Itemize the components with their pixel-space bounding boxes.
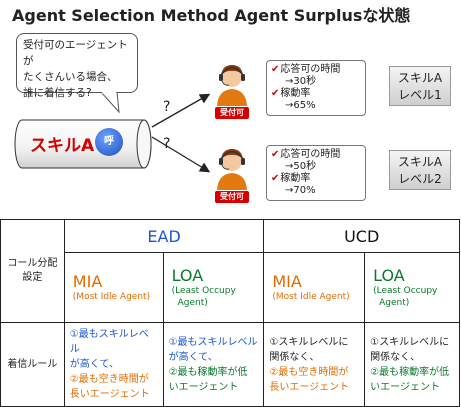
checkmark-icon: ✔ xyxy=(271,173,280,184)
agent-metrics-box: ✔応答可の時間 →50秒 ✔稼動率 →70% xyxy=(266,145,366,201)
metric-value: →30秒 xyxy=(285,76,317,87)
agent-metrics-box: ✔応答可の時間 →30秒 ✔稼動率 →65% xyxy=(266,60,366,116)
diagram-title: Agent Selection Method Agent Surplusな状態 xyxy=(12,6,411,25)
question-bubble: 受付可のエージェントが たくさんいる場合、 誰に着信する? xyxy=(16,33,138,99)
bubble-line: 受付可のエージェントが xyxy=(23,39,128,67)
mode-name: LOA xyxy=(373,266,405,285)
rule-cell: ①最もスキルレベル が高くて、 ②最も空き時間が 長いエージェント xyxy=(63,322,164,407)
row-header-setting: コール分配 設定 xyxy=(0,219,65,323)
rule-cell: ①スキルレベルに 関係なく、 ②最も稼動率が低 いエージェント xyxy=(364,322,460,407)
arrow-to-agent-2 xyxy=(151,136,211,173)
row-header-line: 設定 xyxy=(22,272,43,283)
agent-status-badge: 受付可 xyxy=(215,191,249,203)
question-mark: ? xyxy=(163,99,171,115)
level-skill: スキルA xyxy=(397,71,443,85)
bubble-line: 誰に着信する? xyxy=(23,87,92,99)
rule-line: 長いエージェント xyxy=(269,381,350,393)
rule-cell: ①最もスキルレベル が高くて、 ②最も稼動率が低 いエージェント xyxy=(162,322,265,407)
arrow-to-agent-1 xyxy=(151,93,211,128)
rule-line: いエージェント xyxy=(370,381,440,393)
skill-level-box: スキルA レベル1 xyxy=(389,66,451,106)
mode-full-name: (Least Occupy xyxy=(373,286,438,296)
metric-value: →50秒 xyxy=(285,161,317,172)
comparison-table: コール分配 設定 EAD UCD MIA (Most Idle Agent) L… xyxy=(0,219,460,407)
mode-name: MIA xyxy=(272,272,302,291)
checkmark-icon: ✔ xyxy=(271,149,280,160)
mode-full-name: Agent) xyxy=(177,298,208,308)
table-row: 着信ルール ①最もスキルレベル が高くて、 ②最も空き時間が 長いエージェント … xyxy=(0,322,460,407)
metric-row: ✔応答可の時間 xyxy=(271,149,361,161)
mode-cell-loa: LOA (Least Occupy Agent) xyxy=(162,252,265,323)
rule-line: いエージェント xyxy=(168,381,239,393)
skill-level-box: スキルA レベル2 xyxy=(389,150,451,190)
mode-cell-loa: LOA (Least Occupy Agent) xyxy=(364,252,460,323)
level-value: レベル2 xyxy=(398,172,442,186)
rule-line: が高くて、 xyxy=(168,351,218,363)
mode-name: MIA xyxy=(72,272,103,291)
bubble-tail xyxy=(101,92,120,114)
row-header-rule: 着信ルール xyxy=(0,322,65,407)
mode-full-name: (Most Idle Agent) xyxy=(72,292,151,302)
agent-avatar-icon xyxy=(217,149,247,190)
metric-row: ✔応答可の時間 xyxy=(271,64,361,76)
mode-cell-mia: MIA (Most Idle Agent) xyxy=(63,252,164,323)
rule-line: 関係なく、 xyxy=(269,351,320,363)
mode-full-name: (Most Idle Agent) xyxy=(272,292,350,302)
table-row: コール分配 設定 EAD UCD xyxy=(0,219,460,323)
metric-row: ✔稼動率 xyxy=(271,173,361,185)
routing-arrows xyxy=(151,93,211,173)
level-value: レベル1 xyxy=(398,88,442,102)
mode-name: LOA xyxy=(171,266,204,285)
bubble-line: たくさんいる場合、 xyxy=(23,71,118,83)
mode-full-name: Agent) xyxy=(379,298,410,308)
rule-cell: ①スキルレベルに 関係なく、 ②最も空き時間が 長いエージェント xyxy=(263,322,366,407)
agent-status-badge: 受付可 xyxy=(215,107,249,119)
rule-line: ①スキルレベルに xyxy=(269,336,349,348)
rule-line: ②最も稼動率が低 xyxy=(370,366,450,378)
rule-line: ①最もスキルレベル xyxy=(168,336,258,348)
checkmark-icon: ✔ xyxy=(271,64,280,75)
metric-label: 稼動率 xyxy=(280,88,311,99)
skill-label: スキルA xyxy=(30,136,95,156)
call-icon: 呼 xyxy=(95,128,123,156)
checkmark-icon: ✔ xyxy=(271,88,280,99)
question-mark: ? xyxy=(163,136,171,152)
row-header-line: コール分配 xyxy=(7,258,58,269)
level-skill: スキルA xyxy=(397,155,443,169)
metric-value: →65% xyxy=(285,100,316,111)
rule-line: ②最も稼動率が低 xyxy=(168,366,248,378)
rule-line: ②最も空き時間が xyxy=(69,374,149,385)
metric-row: ✔稼動率 xyxy=(271,88,361,100)
ead-header: EAD xyxy=(63,219,265,253)
mode-cell-mia: MIA (Most Idle Agent) xyxy=(263,252,366,323)
mode-full-name: (Least Occupy xyxy=(171,286,236,296)
rule-line: ①最もスキルレベル xyxy=(69,329,149,355)
rule-line: 長いエージェント xyxy=(69,389,150,400)
rule-line: ②最も空き時間が xyxy=(269,366,349,378)
agent-avatar-icon xyxy=(217,65,247,106)
metric-label: 応答可の時間 xyxy=(280,64,341,75)
rule-line: 関係なく、 xyxy=(370,351,421,363)
metric-label: 稼動率 xyxy=(280,173,311,184)
metric-label: 応答可の時間 xyxy=(280,149,341,160)
rule-line: が高くて、 xyxy=(69,359,119,370)
rule-line: ①スキルレベルに xyxy=(370,336,450,348)
ucd-header: UCD xyxy=(263,219,460,253)
table-row: MIA (Most Idle Agent) LOA (Least Occupy … xyxy=(1,252,460,323)
metric-value: →70% xyxy=(285,185,316,196)
